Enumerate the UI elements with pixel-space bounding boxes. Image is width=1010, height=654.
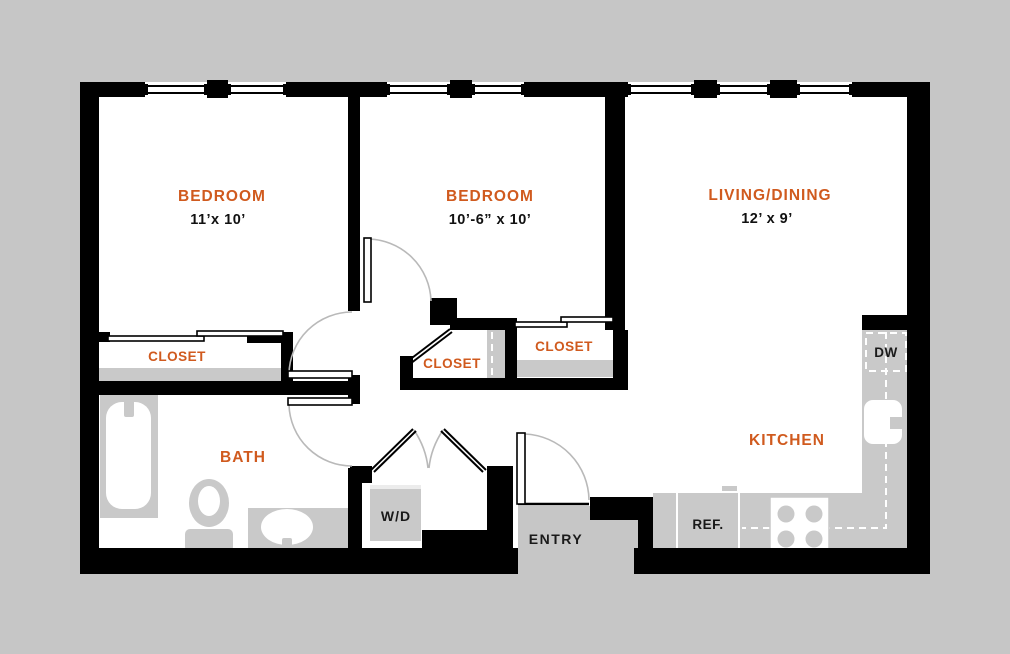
closet-shelf-hall: [487, 330, 505, 378]
sliding-door-icon: [107, 330, 284, 342]
bifold-doors-icon: [370, 428, 487, 473]
window-icon: [797, 83, 852, 96]
fixtures-layer: [99, 330, 907, 557]
walls: [80, 80, 930, 574]
entry-label: ENTRY: [529, 531, 583, 547]
bedroom2-door-icon: [363, 237, 432, 303]
living-dining-dimensions: 12’ x 9’: [741, 211, 793, 227]
bath-door-icon: [287, 397, 353, 467]
dishwasher-icon: [865, 332, 907, 372]
living-dining-label: LIVING/DINING: [708, 187, 831, 204]
window-icon: [628, 83, 694, 96]
doors: [107, 237, 614, 506]
closet-hall-label: CLOSET: [423, 356, 481, 371]
window-icon: [472, 83, 524, 96]
dishwasher-label: DW: [874, 345, 898, 360]
closet-shelf-bedroom2: [513, 360, 613, 377]
labels: BEDROOM 11’x 10’ BEDROOM 10’-6” x 10’ LI…: [148, 187, 898, 547]
window-icon: [387, 83, 450, 96]
windows: [145, 83, 852, 96]
entry-door-icon: [516, 432, 590, 506]
kitchen-sink-icon: [864, 400, 907, 444]
bathroom-sink-icon: [248, 508, 348, 553]
stove-icon: [769, 496, 830, 553]
kitchen-label: KITCHEN: [749, 432, 825, 449]
washer-dryer-label: W/D: [381, 508, 411, 524]
bathtub-icon: [100, 393, 158, 518]
bedroom1-label: BEDROOM: [178, 188, 266, 205]
bath-label: BATH: [220, 449, 266, 466]
refrigerator-icon: [676, 486, 740, 557]
window-icon: [145, 83, 207, 96]
toilet-icon: [185, 479, 233, 552]
window-icon: [717, 83, 770, 96]
closet-shelf-bedroom1: [99, 368, 281, 381]
window-icon: [228, 83, 286, 96]
refrigerator-label: REF.: [692, 517, 723, 532]
bedroom2-label: BEDROOM: [446, 188, 534, 205]
sliding-door-icon: [514, 316, 614, 328]
hall-closet-door-icon: [403, 328, 453, 368]
closet-bedroom2-label: CLOSET: [535, 339, 593, 354]
closet-bedroom1-label: CLOSET: [148, 349, 206, 364]
bedroom1-door-icon: [287, 311, 353, 379]
bedroom2-dimensions: 10’-6” x 10’: [449, 212, 532, 228]
bedroom1-dimensions: 11’x 10’: [190, 212, 246, 228]
washer-dryer-icon: [370, 485, 421, 541]
